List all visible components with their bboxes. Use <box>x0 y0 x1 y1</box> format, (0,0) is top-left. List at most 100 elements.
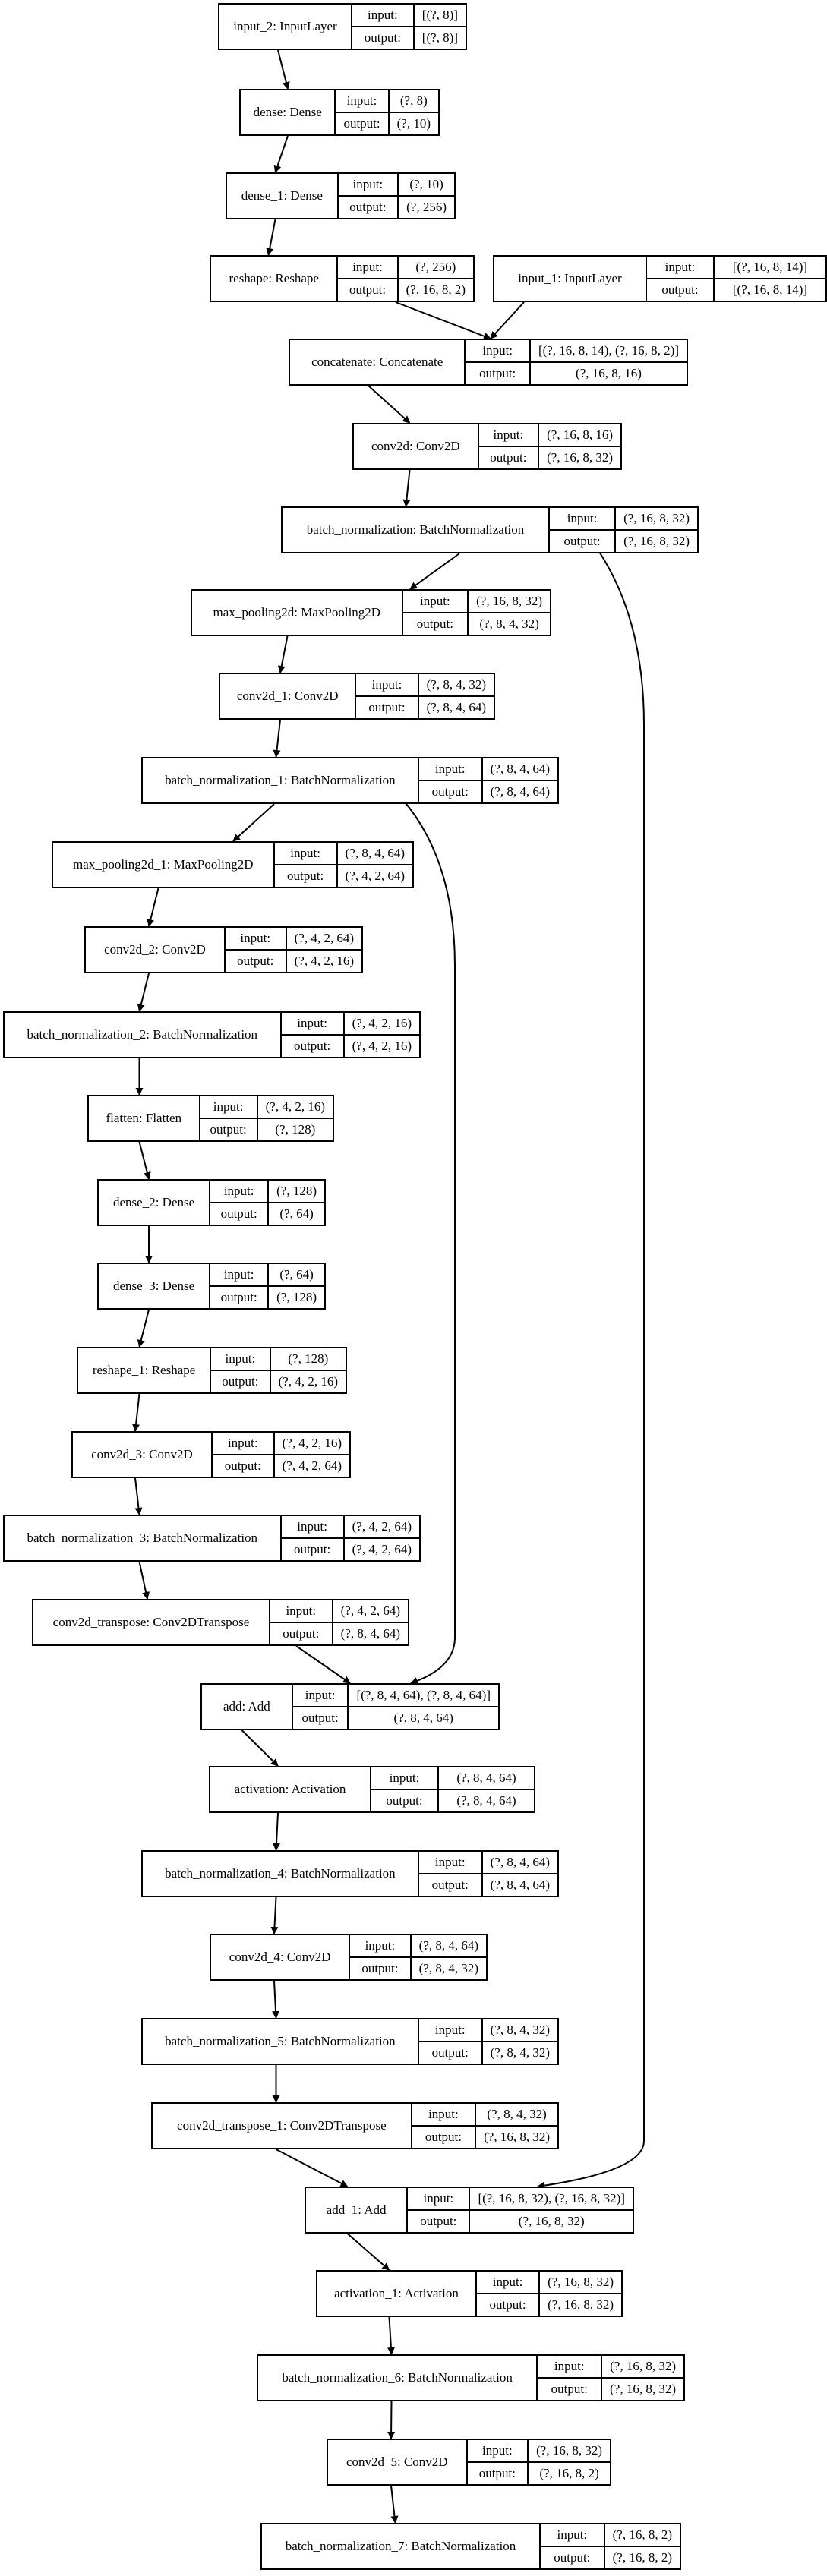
input-shape: (?, 4, 2, 64) <box>333 1600 408 1623</box>
layer-name: flatten: Flatten <box>89 1096 200 1140</box>
layer-name: conv2d_transpose: Conv2DTranspose <box>33 1600 270 1644</box>
layer-name: conv2d_4: Conv2D <box>211 1935 351 1979</box>
layer-batch-normalization-6: batch_normalization_6: BatchNormalizatio… <box>257 2354 685 2401</box>
layer-conv2d-transpose-1: conv2d_transpose_1: Conv2DTranspose inpu… <box>151 2102 559 2149</box>
layer-name: batch_normalization_4: BatchNormalizatio… <box>143 1852 419 1896</box>
input-shape: (?, 16, 8, 32) <box>529 2440 610 2463</box>
layer-batch-normalization-3: batch_normalization_3: BatchNormalizatio… <box>3 1515 421 1562</box>
edge-dense-to-dense-1 <box>273 135 289 173</box>
output-shape: (?, 16, 8, 16) <box>576 366 642 380</box>
output-shape: (?, 16, 8, 2) <box>406 282 466 297</box>
layer-name: dense_3: Dense <box>99 1264 211 1308</box>
input-shape: (?, 64) <box>269 1264 324 1287</box>
output-label: output: <box>368 700 406 714</box>
input-label: input: <box>541 2524 604 2547</box>
input-label: input: <box>200 1096 257 1119</box>
layer-name: max_pooling2d_1: MaxPooling2D <box>53 843 275 887</box>
edge-add-1-to-activation-1 <box>346 2233 390 2271</box>
layer-name: batch_normalization_7: BatchNormalizatio… <box>262 2524 541 2568</box>
output-label: output: <box>349 200 387 214</box>
output-shape: (?, 16, 8, 2) <box>539 2466 599 2480</box>
output-shape: (?, 8, 4, 64) <box>393 1711 453 1725</box>
input-shape: (?, 16, 8, 32) <box>469 591 550 613</box>
edge-batch-normalization-to-add-1 <box>537 539 645 2190</box>
output-label: output: <box>349 282 387 297</box>
layer-batch-normalization-5: batch_normalization_5: BatchNormalizatio… <box>141 2018 559 2065</box>
layer-flatten: flatten: Flatten input: output: (?, 4, 2… <box>87 1095 334 1142</box>
input-label: input: <box>549 508 615 531</box>
output-shape: (?, 8, 4, 32) <box>479 616 539 631</box>
edge-conv2d-4-to-batch-normalization-5 <box>272 1980 280 2019</box>
input-shape: (?, 8, 4, 32) <box>476 2104 557 2127</box>
output-shape: (?, 16, 8, 32) <box>484 2130 550 2144</box>
edge-conv2d-3-to-batch-normalization-3 <box>134 1477 143 1515</box>
input-label: input: <box>281 1516 343 1539</box>
output-label: output: <box>490 450 527 465</box>
output-label: output: <box>220 1290 257 1304</box>
input-shape: [(?, 16, 8, 14), (?, 16, 8, 2)] <box>530 340 687 363</box>
output-shape: (?, 16, 8, 32) <box>518 2214 585 2228</box>
layer-batch-normalization-7: batch_normalization_7: BatchNormalizatio… <box>260 2523 681 2570</box>
input-shape: (?, 8) <box>389 90 438 113</box>
layer-name: conv2d_5: Conv2D <box>328 2440 468 2484</box>
layer-conv2d-transpose: conv2d_transpose: Conv2DTranspose input:… <box>32 1599 409 1646</box>
input-label: input: <box>467 2440 528 2463</box>
layer-name: reshape: Reshape <box>211 257 339 301</box>
output-label: output: <box>425 2130 462 2144</box>
input-shape: (?, 8, 4, 32) <box>482 2019 557 2042</box>
output-shape: (?, 4, 2, 16) <box>278 1374 338 1389</box>
input-label: input: <box>356 674 418 697</box>
output-label: output: <box>661 282 699 297</box>
layer-name: batch_normalization_2: BatchNormalizatio… <box>5 1013 282 1057</box>
edge-input-1-to-concatenate <box>490 301 525 339</box>
input-shape: (?, 16, 8, 32) <box>602 2356 683 2379</box>
input-shape: (?, 128) <box>269 1181 324 1203</box>
edge-reshape-to-concatenate <box>395 301 491 340</box>
layer-name: dense_2: Dense <box>99 1181 211 1225</box>
layer-conv2d-1: conv2d_1: Conv2D input: output: (?, 8, 4… <box>219 673 495 720</box>
input-label: input: <box>338 174 398 197</box>
output-label: output: <box>210 1122 247 1137</box>
edge-conv2d-1-to-batch-normalization-1 <box>273 719 281 758</box>
input-label: input: <box>538 2356 601 2379</box>
output-shape: (?, 8, 4, 64) <box>456 1793 516 1808</box>
input-shape: (?, 8, 4, 64) <box>482 758 557 781</box>
output-shape: (?, 8, 4, 32) <box>490 2045 550 2060</box>
output-shape: (?, 10) <box>396 116 431 131</box>
output-shape: [(?, 8)] <box>421 30 458 45</box>
input-label: input: <box>408 2188 469 2211</box>
input-label: input: <box>212 1433 273 1455</box>
output-shape: (?, 4, 2, 64) <box>282 1458 342 1473</box>
layer-dense-1: dense_1: Dense input: output: (?, 10) (?… <box>226 172 456 219</box>
output-label: output: <box>220 1206 257 1221</box>
output-label: output: <box>237 954 274 968</box>
input-label: input: <box>412 2104 475 2127</box>
edge-concatenate-to-conv2d <box>368 385 411 424</box>
layer-dense-3: dense_3: Dense input: output: (?, 64) (?… <box>97 1263 326 1310</box>
output-label: output: <box>489 2297 526 2312</box>
output-shape: (?, 64) <box>279 1206 314 1221</box>
layer-activation: activation: Activation input: output: (?… <box>209 1766 535 1813</box>
layer-concatenate: concatenate: Concatenate input: output: … <box>289 339 688 386</box>
output-label: output: <box>283 1626 320 1641</box>
edge-input-2-to-dense <box>277 49 290 90</box>
input-shape: (?, 8, 4, 64) <box>411 1935 486 1958</box>
layer-batch-normalization: batch_normalization: BatchNormalization … <box>281 506 699 553</box>
input-shape: (?, 16, 8, 16) <box>539 424 620 447</box>
output-label: output: <box>222 1374 259 1389</box>
edge-batch-normalization-to-max-pooling2d <box>409 553 460 590</box>
model-graph: input_2: InputLayer input: output: [(?, … <box>3 3 827 2570</box>
input-shape: [(?, 16, 8, 14)] <box>715 257 825 279</box>
layer-name: concatenate: Concatenate <box>290 340 466 384</box>
layer-name: conv2d_3: Conv2D <box>73 1433 213 1477</box>
layer-name: batch_normalization_1: BatchNormalizatio… <box>143 758 419 802</box>
input-label: input: <box>281 1013 343 1036</box>
input-shape: (?, 16, 8, 2) <box>604 2524 680 2547</box>
layer-add: add: Add input: output: [(?, 8, 4, 64), … <box>200 1683 500 1730</box>
layer-add-1: add_1: Add input: output: [(?, 16, 8, 32… <box>305 2187 634 2234</box>
layer-name: dense_1: Dense <box>227 174 339 218</box>
edge-add-to-activation <box>241 1729 279 1767</box>
input-label: input: <box>418 758 481 781</box>
layer-name: batch_normalization_5: BatchNormalizatio… <box>143 2019 419 2064</box>
input-shape: (?, 4, 2, 16) <box>274 1433 349 1455</box>
